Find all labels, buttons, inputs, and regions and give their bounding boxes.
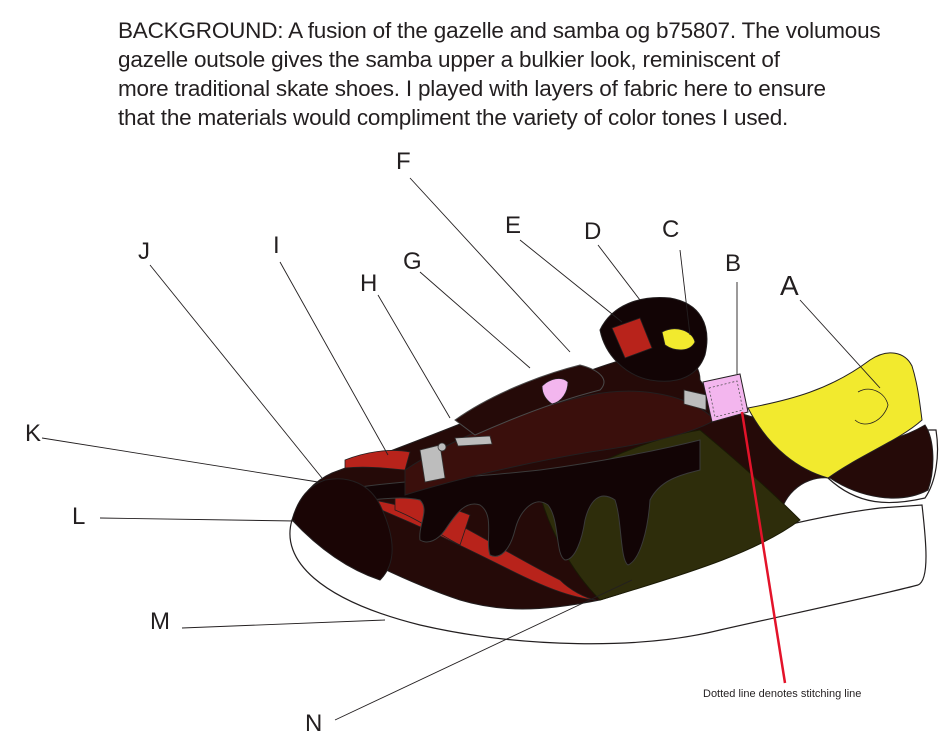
label-e: E xyxy=(505,212,522,239)
background-line-3: more traditional skate shoes. I played w… xyxy=(118,76,826,101)
label-d: D xyxy=(584,218,602,245)
background-line-1: BACKGROUND: A fusion of the gazelle and … xyxy=(118,18,881,43)
tongue-red-label xyxy=(611,317,653,359)
background-line-4: that the materials would compliment the … xyxy=(118,105,789,130)
tongue-yellow-lining xyxy=(661,328,696,351)
tongue xyxy=(599,296,708,382)
stitching-line xyxy=(708,380,744,418)
label-h: H xyxy=(360,270,378,297)
zipper-pull xyxy=(419,435,493,483)
label-k: K xyxy=(25,420,42,447)
label-n: N xyxy=(305,710,323,737)
background-line-2: gazelle outsole gives the samba upper a … xyxy=(118,47,780,72)
pink-eyelet-tab xyxy=(541,378,569,405)
label-f: F xyxy=(396,148,411,175)
stitching-note: Dotted line denotes stitching line xyxy=(703,688,862,700)
label-b: B xyxy=(725,250,742,277)
label-j: J xyxy=(138,238,150,265)
stitching-pointer xyxy=(740,411,787,684)
drip-overlay xyxy=(339,439,701,566)
toe-cap xyxy=(291,478,393,581)
heel-zip-teeth xyxy=(683,389,707,411)
leader-lines xyxy=(41,177,881,721)
heel-lining-contour xyxy=(854,388,889,425)
label-m: M xyxy=(150,608,170,635)
background-description: BACKGROUND: A fusion of the gazelle and … xyxy=(118,16,948,132)
yellow-heel-lining xyxy=(747,352,923,479)
label-a: A xyxy=(780,270,799,301)
red-toe-accent xyxy=(344,450,411,471)
label-c: C xyxy=(662,216,680,243)
label-g: G xyxy=(403,248,422,275)
pink-heel-tab xyxy=(702,373,749,423)
label-l: L xyxy=(72,503,86,530)
label-i: I xyxy=(273,232,280,259)
